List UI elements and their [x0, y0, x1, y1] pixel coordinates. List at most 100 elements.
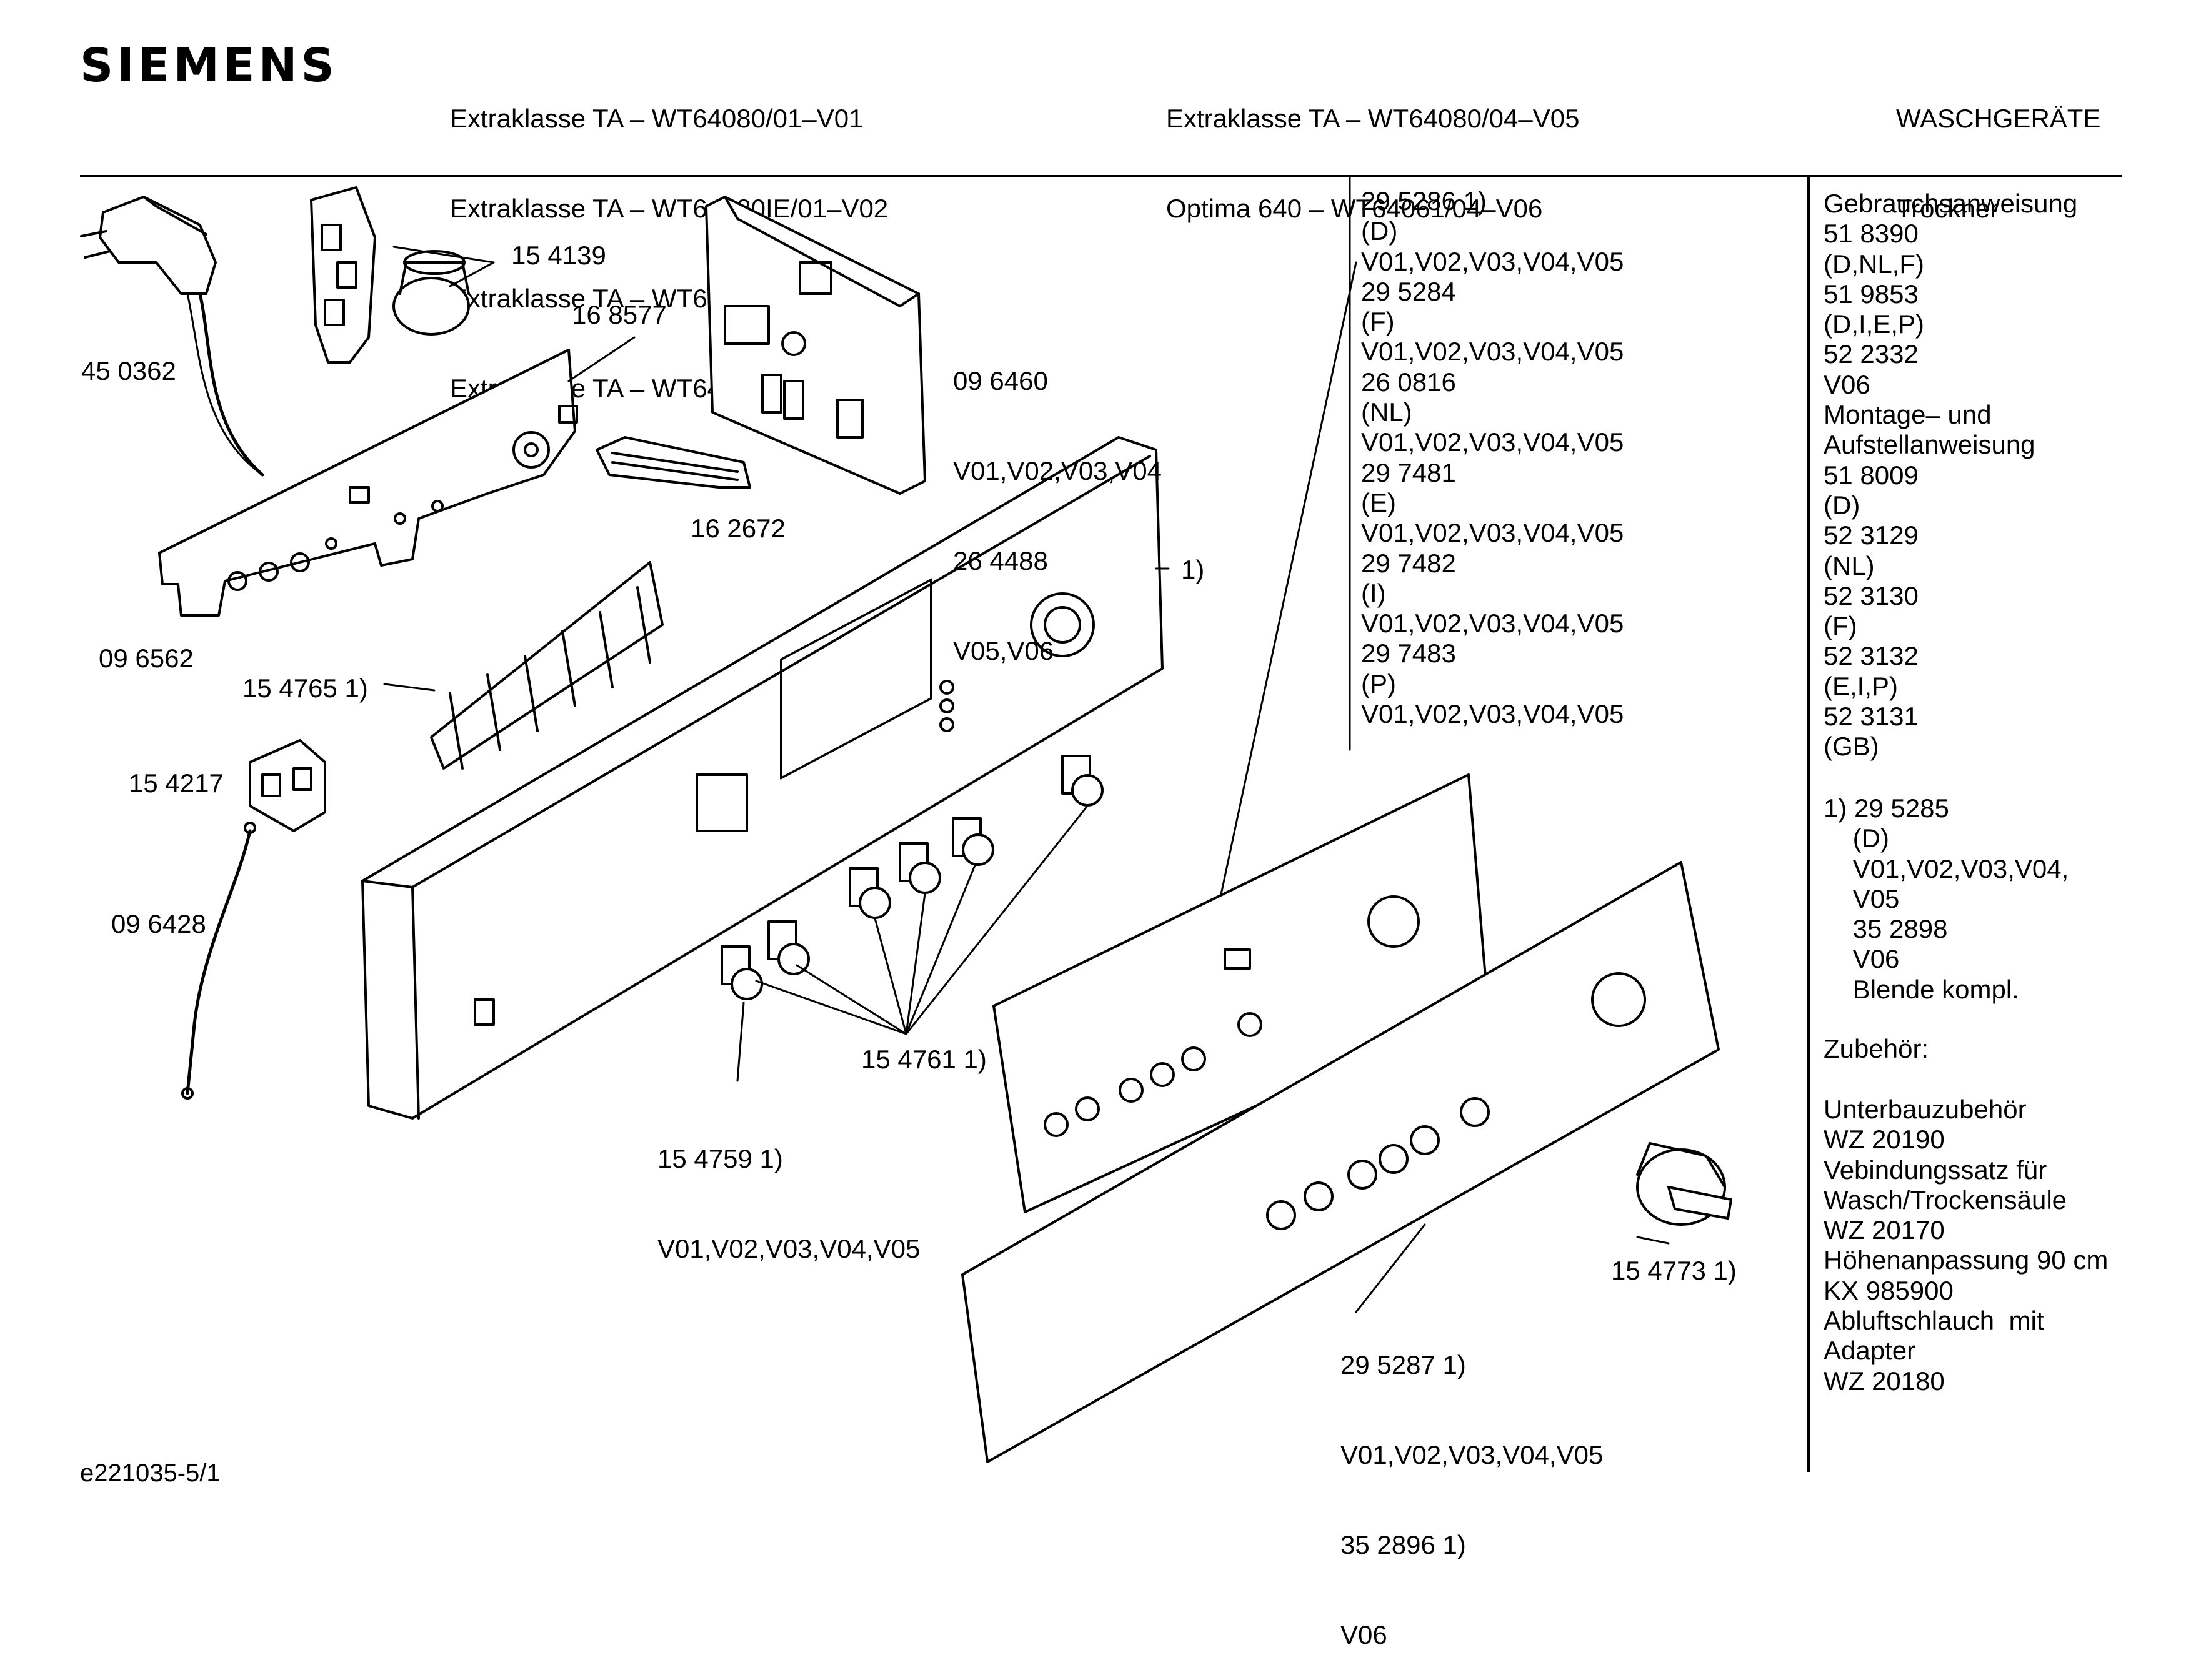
control-panel-frame-icon	[361, 436, 1164, 1120]
model-line: Extraklasse TA – WT64080/01–V01	[450, 104, 864, 133]
part-label-295287: 29 5287 1) V01,V02,V03,V04,V05 35 2896 1…	[1340, 1290, 1603, 1680]
list-item: (F)	[1824, 611, 1857, 641]
suppressor-bracket-icon	[310, 186, 376, 364]
part-label-168577: 16 8577	[572, 300, 667, 329]
part-number: 26 4488	[953, 546, 1048, 575]
list-item: Abluftschlauch mit	[1824, 1306, 2044, 1336]
list-item: 35 2898	[1824, 914, 1948, 944]
list-item: 52 3129	[1824, 520, 1919, 550]
list-item: V01,V02,V03,V04,	[1824, 853, 2069, 883]
list-item: V01,V02,V03,V04,V05	[1361, 518, 1624, 548]
list-item: (E,I,P)	[1824, 671, 1899, 701]
fascia-panel-icon	[961, 861, 1720, 1463]
category-title: WASCHGERÄTE	[1896, 104, 2101, 133]
category-block: WASCHGERÄTE Trockner	[1896, 44, 2100, 254]
list-item: Wasch/Trockensäule	[1824, 1185, 2067, 1215]
list-item: 29 7482	[1361, 548, 1456, 578]
list-item: 52 2332	[1824, 339, 1919, 369]
list-item: (D)	[1824, 823, 1889, 853]
list-item: 26 0816	[1361, 367, 1456, 397]
list-item: Höhenanpassung 90 cm	[1824, 1245, 2109, 1275]
model-line: Extraklasse TA – WT64080/04–V05	[1166, 104, 1580, 133]
accessories-list: Unterbauzubehör WZ 20190 Vebindungssatz …	[1824, 1095, 2108, 1396]
ground-wire-icon	[181, 822, 256, 1100]
list-item: (NL)	[1824, 550, 1875, 580]
list-item: Vebindungssatz für	[1824, 1155, 2047, 1185]
power-plug-icon	[80, 196, 264, 477]
list-item: WZ 20190	[1824, 1125, 1945, 1155]
variant-codes: V01,V02,V03,V04	[953, 456, 1162, 485]
siemens-logo: SIEMENS	[80, 39, 338, 92]
part-label-096428: 09 6428	[111, 909, 206, 938]
list-item: (D,I,E,P)	[1824, 309, 1925, 339]
list-item: V06	[1824, 944, 1900, 974]
part-label-096460: 09 6460 V01,V02,V03,V04 26 4488 V05,V06	[953, 306, 1162, 696]
list-item: (I)	[1361, 578, 1386, 608]
part-number: 29 5287 1)	[1340, 1350, 1466, 1379]
exploded-parts-drawing	[80, 177, 1732, 1463]
suppressor-capacitor-icon	[392, 250, 470, 336]
list-item: 29 5284	[1361, 276, 1456, 306]
list-item: 52 3132	[1824, 641, 1919, 671]
variant-codes: V01,V02,V03,V04,V05	[657, 1234, 921, 1263]
list-item: KX 985900	[1824, 1275, 1954, 1305]
list-item: 51 9853	[1824, 279, 1919, 309]
part-label-154773: 15 4773 1)	[1611, 1256, 1737, 1285]
list-item: (D)	[1361, 216, 1398, 246]
list-item: 1) 29 5285	[1824, 793, 1949, 823]
list-item: WZ 20180	[1824, 1366, 1945, 1396]
list-item: Unterbauzubehör	[1824, 1095, 2027, 1124]
list-item: 51 8390	[1824, 219, 1919, 249]
list-item: 51 8009	[1824, 460, 1919, 490]
part-number: 15 4759 1)	[657, 1144, 783, 1173]
list-item: 52 3130	[1824, 580, 1919, 610]
list-item: Blende kompl.	[1824, 974, 2019, 1004]
key-caps-icon	[430, 561, 664, 770]
part-label-162672: 16 2672	[691, 514, 786, 543]
list-item: V05	[1824, 883, 1900, 913]
variant-codes: V05,V06	[953, 636, 1054, 665]
part-number: 35 2896 1)	[1340, 1530, 1466, 1559]
list-item: V01,V02,V03,V04,V05	[1361, 427, 1624, 457]
part-label-154761: 15 4761 1)	[861, 1045, 987, 1074]
part-label-154217: 15 4217	[129, 768, 224, 798]
list-item: (P)	[1361, 669, 1396, 698]
category-subtitle: Trockner	[1896, 194, 1999, 223]
documentation-list: Gebrauchsanweisung 51 8390 (D,NL,F) 51 9…	[1824, 189, 2077, 762]
footnote-block: 1) 29 5285 (D) V01,V02,V03,V04, V05 35 2…	[1824, 793, 2069, 1005]
list-item: Adapter	[1824, 1336, 1916, 1366]
connector-icon	[249, 739, 326, 832]
push-buttons-icon	[721, 755, 1104, 1000]
header-rule	[80, 175, 2122, 177]
sidebar-divider	[1807, 177, 1810, 1472]
list-item: 29 7483	[1361, 639, 1456, 669]
list-item: 29 5286 1)	[1361, 186, 1487, 216]
model-list-2: Extraklasse TA – WT64080/04–V05 Optima 6…	[1166, 44, 1579, 254]
list-item: 52 3131	[1824, 702, 1919, 732]
control-pcb-icon	[158, 349, 578, 617]
part-label-096562: 09 6562	[99, 644, 194, 673]
list-item: (D)	[1824, 490, 1860, 520]
variant-codes: V01,V02,V03,V04,V05	[1340, 1440, 1604, 1469]
list-item: V01,V02,V03,V04,V05	[1361, 246, 1624, 276]
list-item: (F)	[1361, 307, 1395, 337]
list-item: 29 7481	[1361, 457, 1456, 487]
list-item: Montage– und	[1824, 400, 1992, 430]
list-item: V06	[1824, 369, 1870, 399]
part-number: 09 6460	[953, 366, 1048, 395]
model-line: Optima 640 – WT64061/04–V06	[1166, 194, 1543, 223]
list-item: (NL)	[1361, 397, 1412, 427]
drawing-id: e221035-5/1	[80, 1459, 221, 1487]
part-label-154759: 15 4759 1) V01,V02,V03,V04,V05	[657, 1084, 920, 1294]
electronic-module-icon	[705, 196, 926, 495]
list-item: (D,NL,F)	[1824, 249, 1924, 279]
list-item: V01,V02,V03,V04,V05	[1361, 337, 1624, 367]
part-label-450362: 45 0362	[81, 356, 176, 385]
list-item: V01,V02,V03,V04,V05	[1361, 699, 1624, 729]
list-item: Aufstellanweisung	[1824, 430, 2035, 460]
ribbon-cable-icon	[596, 436, 751, 489]
list-item: V01,V02,V03,V04,V05	[1361, 609, 1624, 639]
variant-codes: V06	[1340, 1620, 1387, 1649]
leader-lines	[736, 261, 1670, 1313]
accessories-title: Zubehör:	[1824, 1034, 1929, 1063]
